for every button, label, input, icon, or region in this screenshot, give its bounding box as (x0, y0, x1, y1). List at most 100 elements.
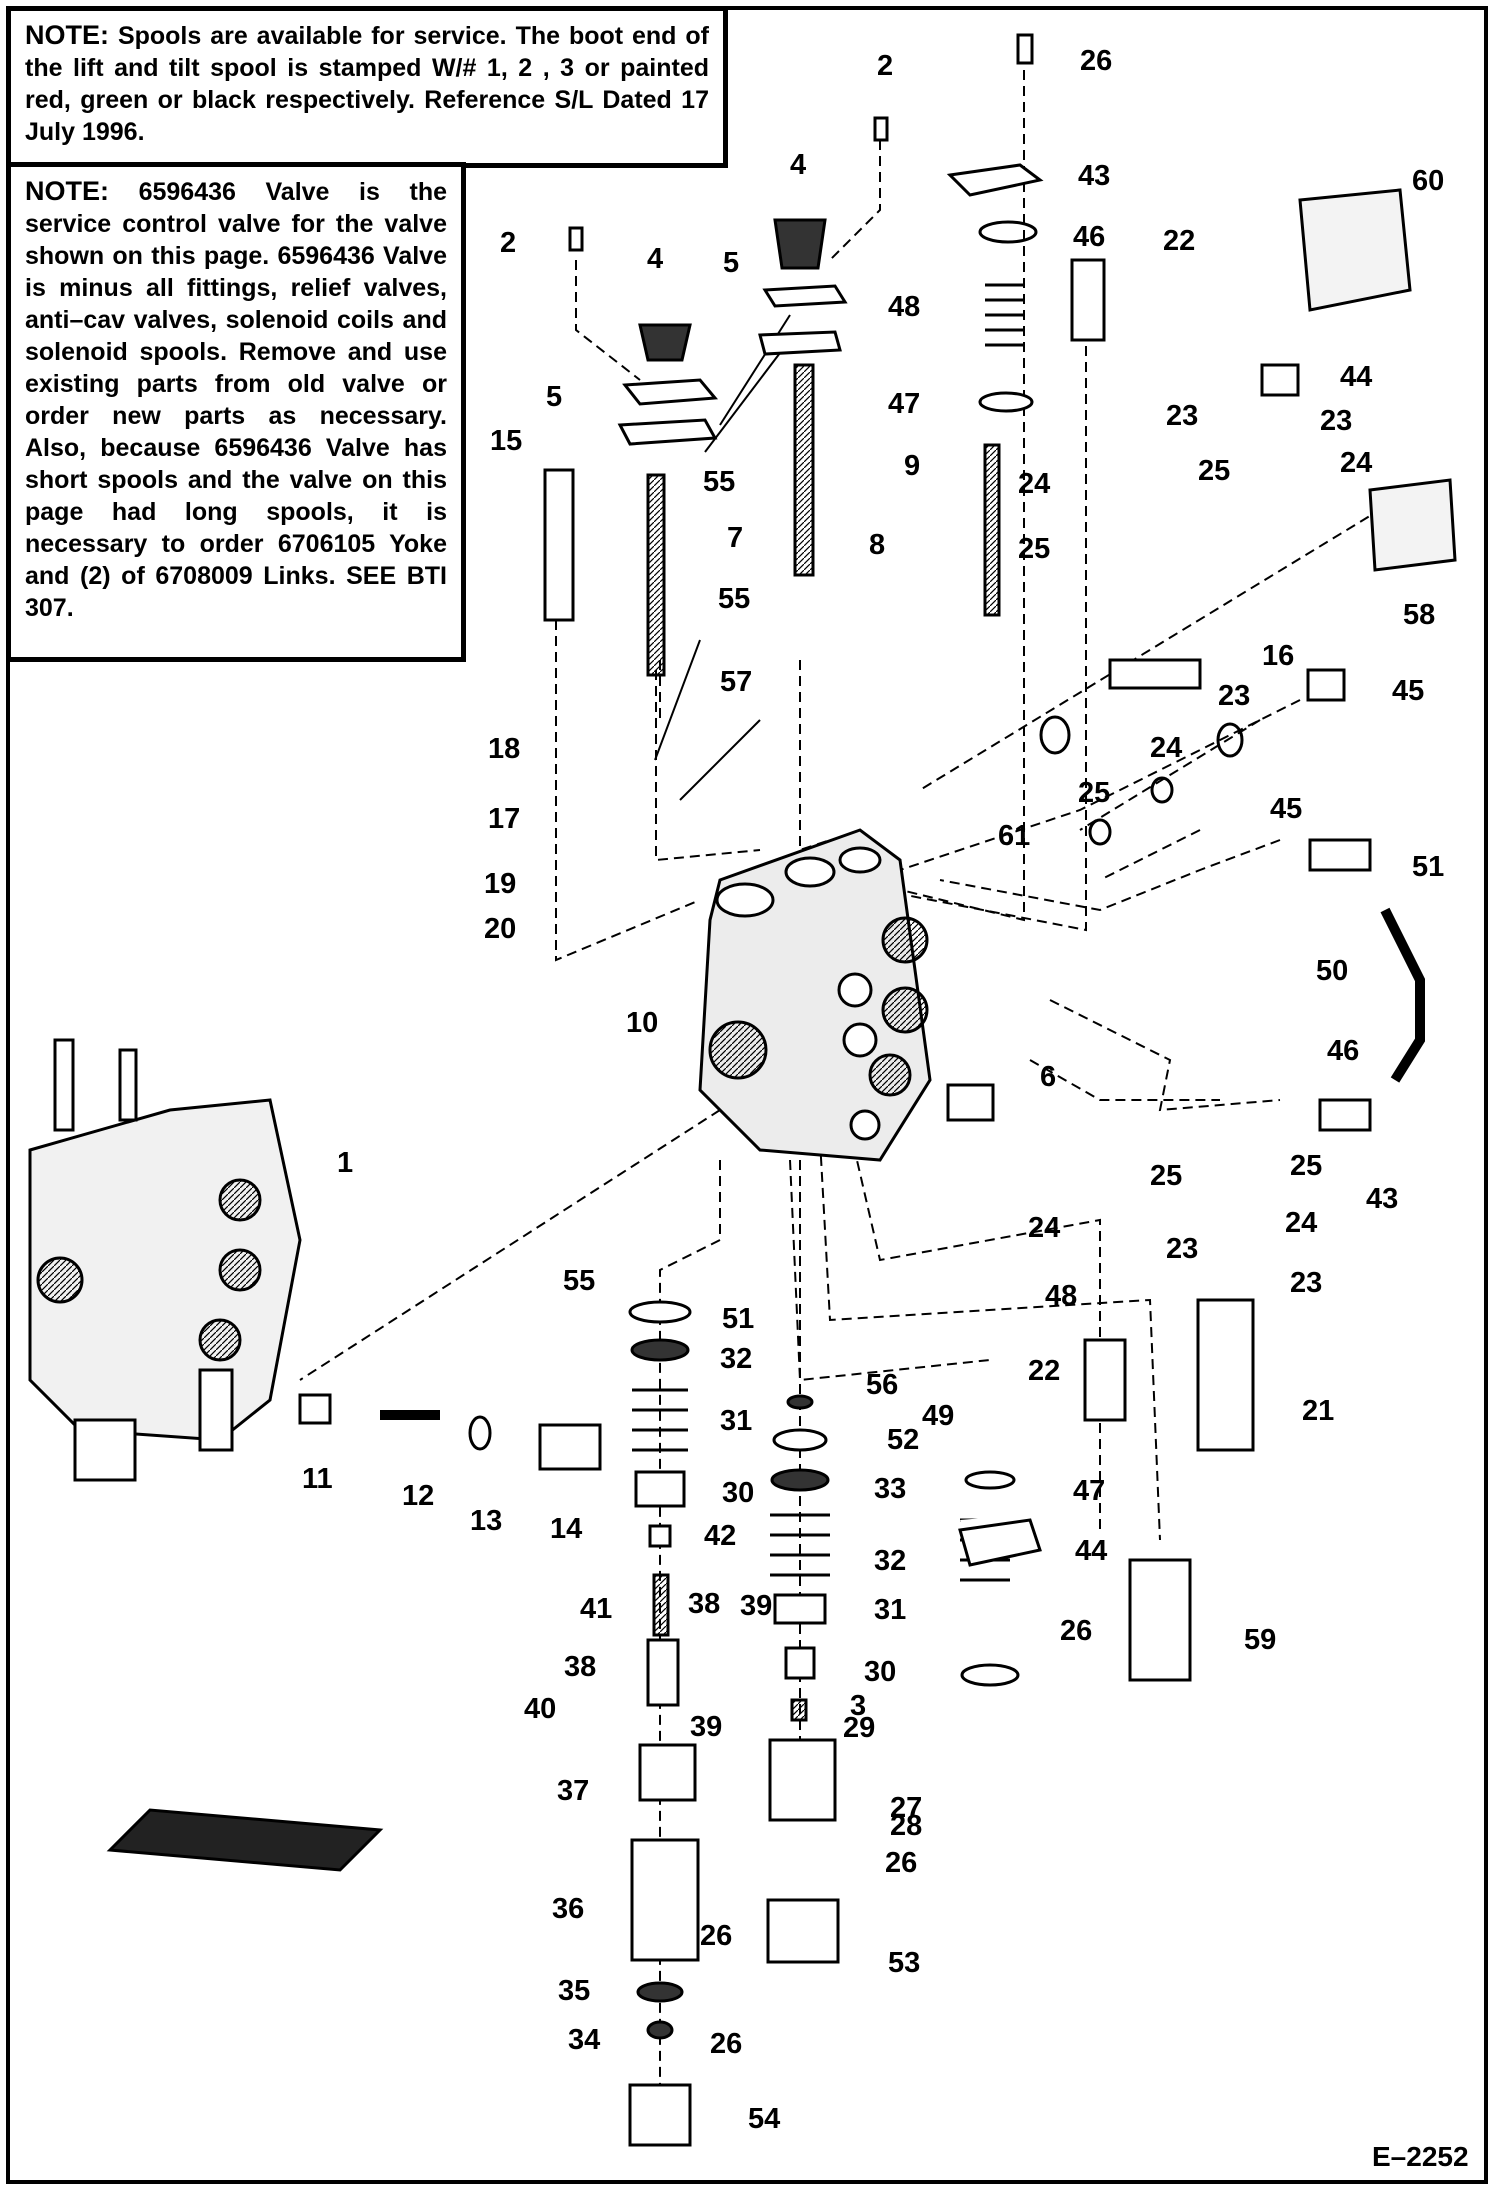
callout: 4 (647, 243, 663, 275)
callout: 58 (1403, 599, 1435, 631)
callout: 36 (552, 1893, 584, 1925)
callout: 52 (887, 1424, 919, 1456)
callout: 32 (720, 1343, 752, 1375)
callout: 24 (1150, 732, 1182, 764)
callout: 16 (1262, 640, 1294, 672)
note-text: Spools are available for service. The bo… (25, 22, 709, 146)
callout: 40 (524, 1693, 556, 1725)
callout: 19 (484, 868, 516, 900)
callout: 12 (402, 1480, 434, 1512)
callout: 24 (1340, 447, 1372, 479)
callout-labels: 1 2 2 3 4 4 5 5 6 7 8 9 10 11 12 13 14 1… (302, 45, 1469, 2172)
callout: 5 (723, 247, 739, 279)
callout: 23 (1166, 1233, 1198, 1265)
callout: 38 (564, 1651, 596, 1683)
callout: 15 (490, 425, 522, 457)
callout: 39 (690, 1711, 722, 1743)
callout: 26 (885, 1847, 917, 1879)
callout: 51 (1412, 851, 1444, 883)
lower-parts (106, 1298, 1255, 2147)
callout: 29 (843, 1712, 875, 1744)
callout: 10 (626, 1007, 658, 1039)
callout: 2 (500, 227, 516, 259)
callout: 27 (890, 1792, 922, 1824)
callout: 60 (1412, 165, 1444, 197)
callout: 23 (1290, 1267, 1322, 1299)
note-text: 6596436 Valve is the service control val… (25, 178, 447, 622)
callout: 37 (557, 1775, 589, 1807)
callout: 56 (866, 1369, 898, 1401)
callout: 25 (1198, 455, 1230, 487)
service-spools-note: NOTE: Spools are available for service. … (6, 6, 728, 168)
callout: 18 (488, 733, 520, 765)
callout: 23 (1218, 680, 1250, 712)
callout: 17 (488, 803, 520, 835)
upper-parts (543, 33, 1457, 1132)
callout: 26 (1080, 45, 1112, 77)
callout: 57 (720, 666, 752, 698)
callout: 24 (1018, 468, 1050, 500)
callout: 38 (688, 1588, 720, 1620)
drawing-code: E–2252 (1372, 2141, 1469, 2172)
callout: 31 (874, 1594, 906, 1626)
note-lead: NOTE: (25, 20, 109, 50)
callout: 22 (1163, 225, 1195, 257)
callout: 3 (850, 1690, 866, 1722)
callout: 43 (1366, 1183, 1398, 1215)
callout: 54 (748, 2103, 780, 2135)
callout: 61 (998, 820, 1030, 852)
page-border (6, 6, 1488, 2184)
reference-valve-assembly (28, 1038, 302, 1482)
callout: 23 (1320, 405, 1352, 437)
callout: 21 (1302, 1395, 1334, 1427)
callout: 35 (558, 1975, 590, 2007)
callout: 46 (1327, 1035, 1359, 1067)
callout: 9 (904, 450, 920, 482)
callout: 44 (1340, 361, 1372, 393)
callout: 55 (718, 583, 750, 615)
callout: 47 (888, 388, 920, 420)
callout: 26 (710, 2028, 742, 2060)
callout: 14 (550, 1513, 582, 1545)
callout: 39 (740, 1590, 772, 1622)
callout: 13 (470, 1505, 502, 1537)
callout: 25 (1150, 1160, 1182, 1192)
callout: 2 (877, 50, 893, 82)
callout: 42 (704, 1520, 736, 1552)
callout: 24 (1028, 1212, 1060, 1244)
callout: 34 (568, 2024, 600, 2056)
callout: 4 (790, 149, 806, 181)
callout: 45 (1392, 675, 1424, 707)
callout: 33 (874, 1473, 906, 1505)
callout: 44 (1075, 1535, 1107, 1567)
note-lead: NOTE: (25, 176, 109, 206)
callout: 31 (720, 1405, 752, 1437)
callout: 11 (302, 1463, 333, 1495)
callout: 25 (1018, 533, 1050, 565)
callout: 48 (888, 291, 920, 323)
callout: 6 (1040, 1061, 1056, 1093)
callout: 53 (888, 1947, 920, 1979)
callout: 55 (703, 466, 735, 498)
callout: 22 (1028, 1355, 1060, 1387)
callout: 59 (1244, 1624, 1276, 1656)
callout: 1 (337, 1147, 353, 1179)
callout: 25 (1290, 1150, 1322, 1182)
callout: 43 (1078, 160, 1110, 192)
callout: 20 (484, 913, 516, 945)
service-valve-note: NOTE: 6596436 Valve is the service contr… (6, 162, 466, 662)
callout: 49 (922, 1400, 954, 1432)
callout: 45 (1270, 793, 1302, 825)
callout: 23 (1166, 400, 1198, 432)
callout: 5 (546, 381, 562, 413)
callout: 26 (1060, 1615, 1092, 1647)
callout: 28 (890, 1810, 922, 1842)
callout: 50 (1316, 955, 1348, 987)
callout: 24 (1285, 1207, 1317, 1239)
callout: 41 (580, 1593, 612, 1625)
valve-body (698, 828, 932, 1162)
callout: 8 (869, 529, 885, 561)
callout: 32 (874, 1545, 906, 1577)
